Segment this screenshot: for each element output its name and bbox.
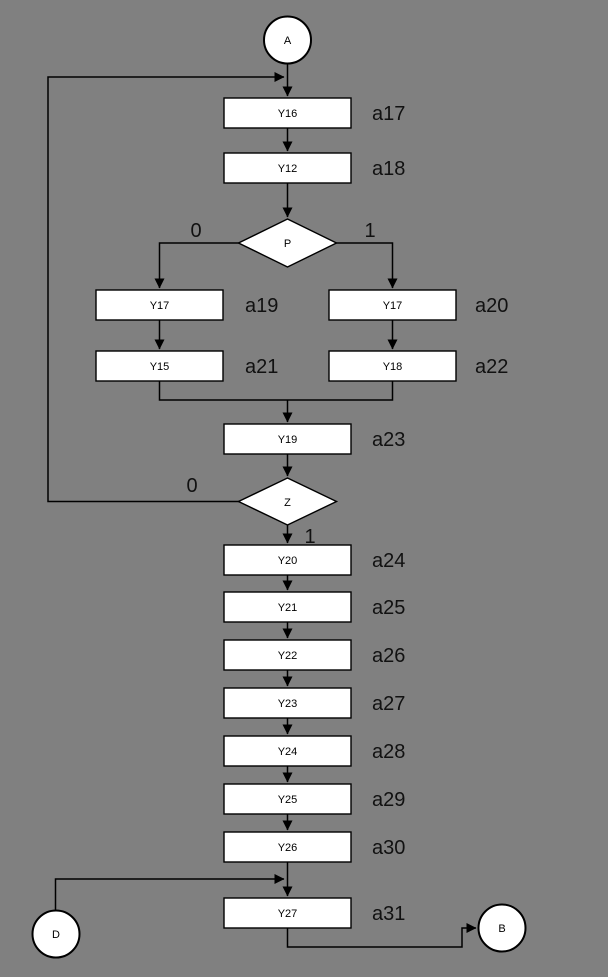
process-box-y18: Y18 a22 — [328, 350, 508, 382]
decision-z-label: Z — [284, 497, 291, 509]
process-box-y21-shape — [223, 591, 352, 623]
decision-z-shape — [236, 477, 339, 526]
decision-z: Z 0 1 — [186, 475, 339, 548]
process-box-y22-label: Y22 — [278, 650, 298, 662]
annotation-a21: a21 — [245, 356, 278, 378]
annotation-a20: a20 — [475, 295, 508, 317]
process-box-y17-right-shape — [328, 289, 457, 321]
process-box-y16: Y16 a17 — [223, 97, 405, 129]
process-box-y26: Y26 a30 — [223, 831, 405, 863]
annotation-a19: a19 — [245, 295, 278, 317]
process-box-y20-shape — [223, 544, 352, 576]
terminal-d: D — [31, 909, 81, 959]
process-box-y23-shape — [223, 687, 352, 719]
annotation-a29: a29 — [372, 789, 405, 811]
process-box-y20-label: Y20 — [278, 555, 298, 567]
terminal-a-shape — [263, 15, 312, 65]
process-box-y18-shape — [328, 350, 457, 382]
terminal-a: A — [263, 15, 312, 65]
process-box-y12-shape — [223, 152, 352, 184]
terminal-b: B — [477, 903, 527, 953]
process-box-y21: Y21 a25 — [223, 591, 405, 623]
process-box-y25-shape — [223, 783, 352, 815]
process-box-y16-label: Y16 — [278, 108, 298, 120]
process-box-y12: Y12 a18 — [223, 152, 405, 184]
decision-z-branch-1-label: 1 — [304, 526, 315, 548]
process-box-y17-right: Y17 a20 — [328, 289, 508, 321]
process-box-y26-shape — [223, 831, 352, 863]
process-box-y18-label: Y18 — [383, 361, 403, 373]
decision-p: P 0 1 — [190, 218, 376, 268]
process-box-y17-left: Y17 a19 — [95, 289, 278, 321]
terminal-a-label: A — [284, 35, 292, 47]
process-box-y24-label: Y24 — [278, 746, 298, 758]
process-box-y26-label: Y26 — [278, 842, 298, 854]
terminal-b-label: B — [498, 923, 505, 935]
process-box-y19: Y19 a23 — [223, 423, 405, 455]
annotation-a24: a24 — [372, 550, 405, 572]
process-box-y12-label: Y12 — [278, 163, 298, 175]
terminal-d-label: D — [52, 929, 60, 941]
process-box-y25: Y25 a29 — [223, 783, 405, 815]
process-box-y17-left-shape — [95, 289, 224, 321]
decision-p-branch-1-label: 1 — [364, 220, 375, 242]
edge-p-false-to-y17-left — [154, 242, 239, 289]
process-box-y16-shape — [223, 97, 352, 129]
annotation-a23: a23 — [372, 429, 405, 451]
process-box-y21-label: Y21 — [278, 602, 298, 614]
annotation-a26: a26 — [372, 645, 405, 667]
decision-p-shape — [236, 218, 339, 268]
process-box-y24: Y24 a28 — [223, 735, 405, 767]
edge-p-true-to-y17-right — [336, 242, 398, 289]
process-box-y20: Y20 a24 — [223, 544, 405, 576]
process-box-y22-shape — [223, 639, 352, 671]
terminal-d-shape — [31, 909, 81, 959]
annotation-a25: a25 — [372, 597, 405, 619]
process-box-y17-right-label: Y17 — [383, 300, 403, 312]
annotation-a22: a22 — [475, 356, 508, 378]
edge-merge-rail — [158, 381, 394, 401]
process-box-y15-label: Y15 — [150, 361, 170, 373]
edge-z-false-feedback — [47, 72, 285, 503]
decision-z-branch-0-label: 0 — [186, 475, 197, 497]
annotation-a18: a18 — [372, 158, 405, 180]
annotation-a28: a28 — [372, 741, 405, 763]
annotation-a30: a30 — [372, 837, 405, 859]
process-box-y17-left-label: Y17 — [150, 300, 170, 312]
process-box-y19-label: Y19 — [278, 434, 298, 446]
process-box-y27-shape — [223, 897, 352, 929]
process-box-y15: Y15 a21 — [95, 350, 278, 382]
process-box-y23-label: Y23 — [278, 698, 298, 710]
edge-y27-to-b — [286, 923, 477, 948]
edge-d-to-y27-junction — [54, 874, 285, 910]
process-box-y24-shape — [223, 735, 352, 767]
process-box-y19-shape — [223, 423, 352, 455]
connectors — [47, 64, 477, 948]
terminal-b-shape — [477, 903, 527, 953]
process-box-y23: Y23 a27 — [223, 687, 405, 719]
process-box-y27: Y27 a31 — [223, 897, 405, 929]
process-box-y22: Y22 a26 — [223, 639, 405, 671]
annotation-a31: a31 — [372, 903, 405, 925]
decision-p-branch-0-label: 0 — [190, 220, 201, 242]
decision-p-label: P — [284, 238, 291, 250]
process-box-y27-label: Y27 — [278, 908, 298, 920]
process-box-y25-label: Y25 — [278, 794, 298, 806]
annotation-a27: a27 — [372, 693, 405, 715]
process-box-y15-shape — [95, 350, 224, 382]
annotation-a17: a17 — [372, 103, 405, 125]
